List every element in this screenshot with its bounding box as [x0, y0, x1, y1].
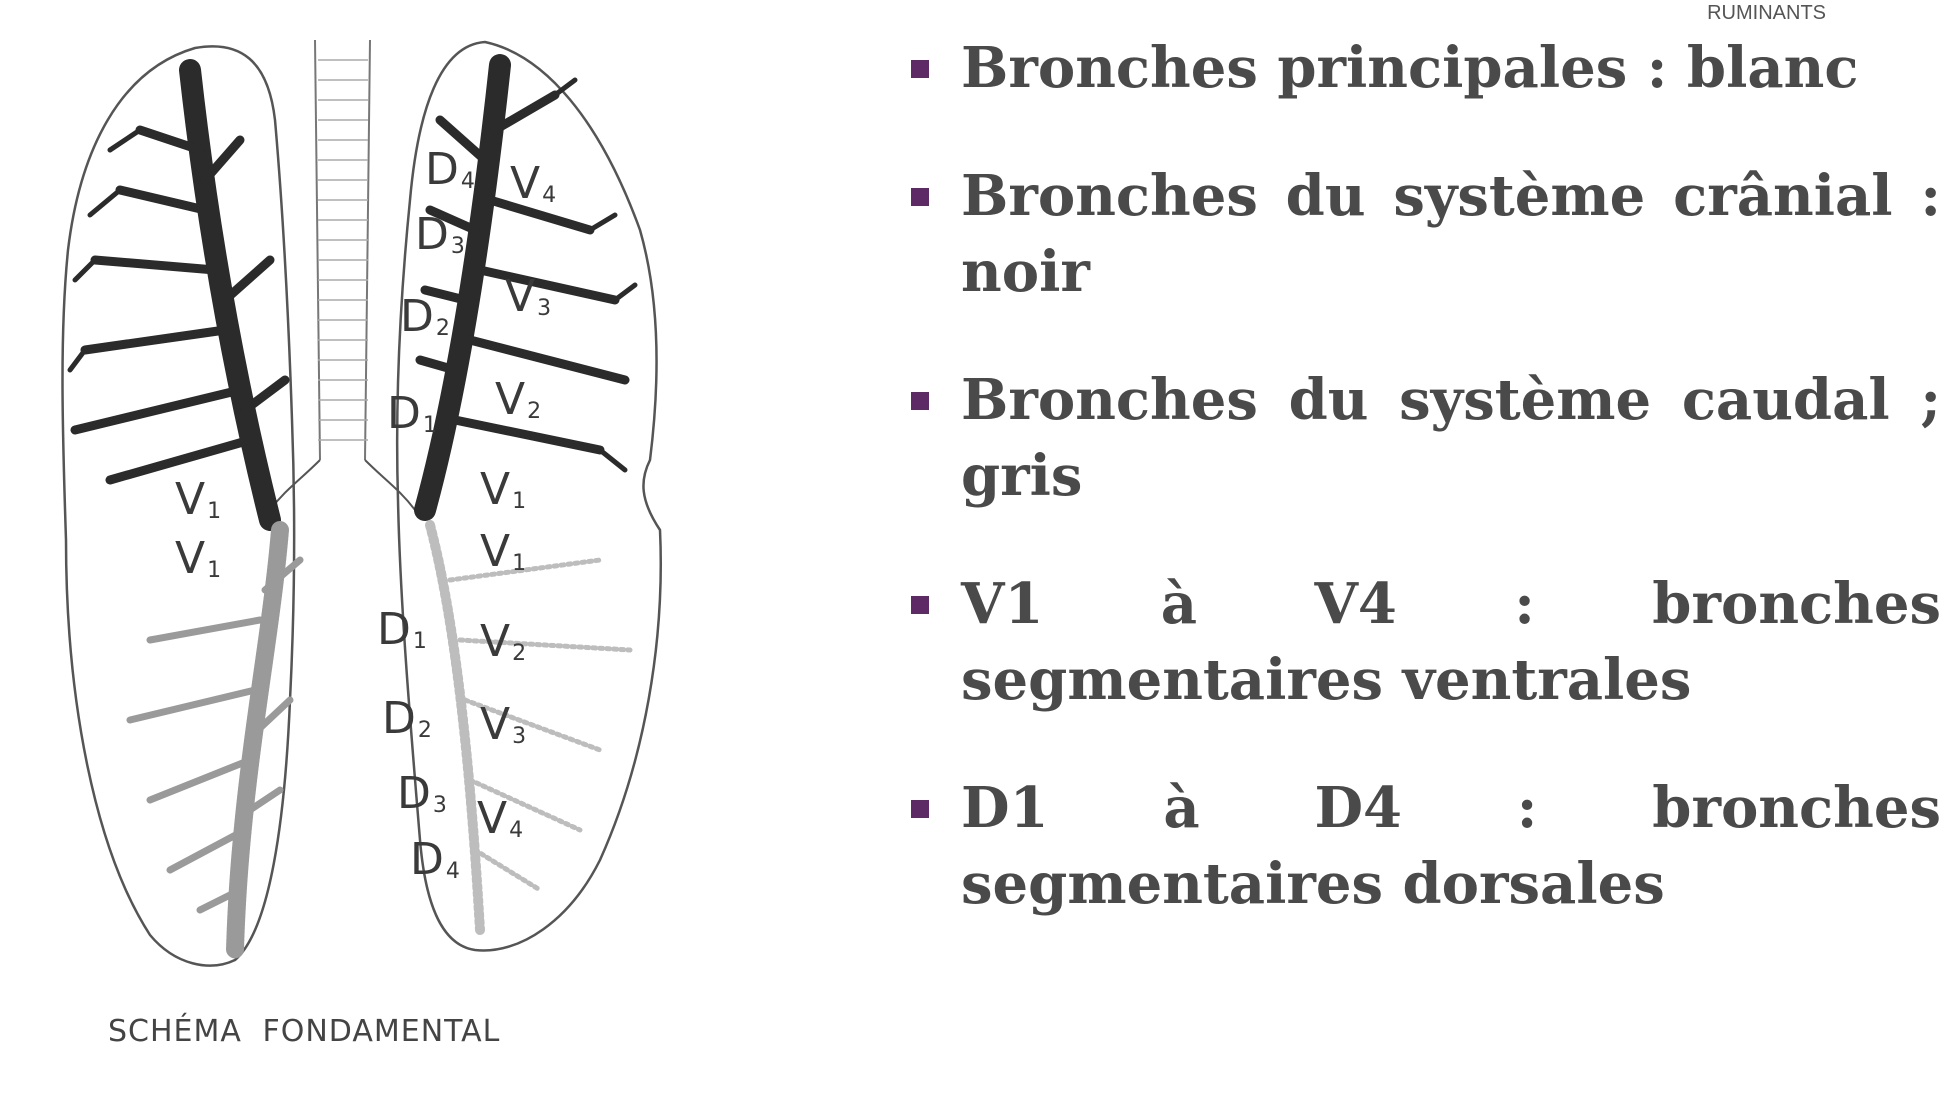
- bullet-square-icon: [911, 188, 929, 206]
- bullet-text: D1 à D4 : bronches segmentaires dorsales: [961, 775, 1941, 917]
- label-v2-lower: V2: [480, 616, 527, 667]
- label-v1-right-upper: V1: [480, 464, 527, 515]
- trachea: [269, 39, 416, 511]
- left-cranial-bronchi: [67, 59, 290, 531]
- label-v3-lower: V3: [480, 699, 527, 750]
- right-cranial-bronchi: [414, 54, 638, 521]
- lung-bronchi-diagram: D4 V4 D3 D2 V3 D1 V2 V1 V1 V1 V1 D1 V2 D…: [0, 0, 700, 1103]
- right-lung-outline: [395, 40, 662, 952]
- label-d2-lower: D2: [382, 693, 432, 744]
- label-d3-lower: D3: [397, 768, 447, 819]
- bullet-square-icon: [911, 596, 929, 614]
- label-v4-upper: V4: [510, 158, 557, 209]
- label-d1-lower: D1: [377, 604, 427, 655]
- bullet-text: Bronches du système crânial : noir: [961, 163, 1941, 305]
- label-v1-left-upper: V1: [175, 474, 222, 525]
- left-lung-outline: [61, 45, 296, 967]
- bullet-dorsal-segments: D1 à D4 : bronches segmentaires dorsales: [905, 770, 1941, 922]
- label-d3-upper: D3: [415, 209, 465, 260]
- right-caudal-bronchi: [425, 520, 633, 935]
- bullet-text: V1 à V4 : bronches segmentaires ventrale…: [961, 571, 1941, 713]
- label-d2-upper: D2: [400, 291, 450, 342]
- bullet-square-icon: [911, 800, 929, 818]
- label-v2-upper: V2: [495, 374, 542, 425]
- label-v3-upper: V3: [505, 271, 552, 322]
- label-v4-lower: V4: [477, 793, 524, 844]
- label-d4-upper: D4: [425, 144, 475, 195]
- bullet-caudal-system: Bronches du système caudal ; gris: [905, 362, 1941, 514]
- bullet-main-bronchi: Bronches principales : blanc: [905, 30, 1941, 106]
- label-v1-right-lower: V1: [480, 526, 527, 577]
- diagram-caption: SCHÉMA FONDAMENTAL: [108, 1014, 501, 1049]
- bullet-ventral-segments: V1 à V4 : bronches segmentaires ventrale…: [905, 566, 1941, 718]
- bullet-text: Bronches principales : blanc: [961, 35, 1859, 101]
- bullet-cranial-system: Bronches du système crânial : noir: [905, 158, 1941, 310]
- bullet-text: Bronches du système caudal ; gris: [961, 367, 1941, 509]
- bullet-square-icon: [911, 392, 929, 410]
- label-d4-lower: D4: [410, 834, 460, 885]
- lung-outline-drawing: [61, 39, 662, 967]
- label-v1-left-lower: V1: [175, 533, 222, 584]
- left-caudal-bronchi: [126, 521, 304, 959]
- bullet-square-icon: [911, 60, 929, 78]
- corner-label: RUMINANTS: [1707, 2, 1826, 24]
- label-d1-upper: D1: [387, 388, 437, 439]
- legend-bullet-list: Bronches principales : blanc Bronches du…: [905, 30, 1941, 974]
